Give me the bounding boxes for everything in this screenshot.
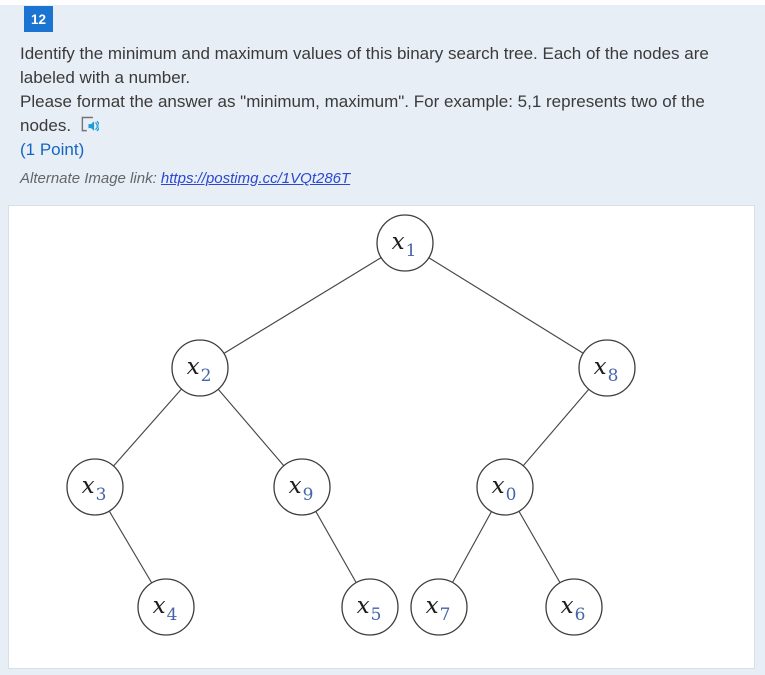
question-number: 12 (30, 11, 47, 27)
immersive-reader-icon[interactable] (78, 114, 100, 135)
tree-node-label: x4 (153, 593, 178, 625)
tree-node-circle (273, 458, 331, 516)
question-line: Identify the minimum and maximum values … (20, 44, 709, 63)
points-label: (1 Point) (20, 140, 85, 159)
question-line: Please format the answer as "minimum, ma… (20, 92, 705, 111)
tree-node-label: x7 (426, 593, 451, 625)
tree-diagram-panel: x1 x2 x8 x3 x9 x0 x4 x5 x7 x6 (8, 205, 755, 669)
tree-node-x5: x5 (341, 578, 399, 636)
alternate-image-link[interactable]: https://postimg.cc/1VQt286T (160, 170, 351, 187)
tree-node-x1: x1 (376, 214, 434, 272)
tree-node-circle (341, 578, 399, 636)
tree-node-x9: x9 (273, 458, 331, 516)
question-line: labeled with a number. (20, 68, 191, 87)
tree-node-circle (578, 339, 636, 397)
question-line-text: nodes. (20, 116, 72, 135)
tree-node-label: x1 (392, 229, 417, 261)
binary-tree-svg: x1 x2 x8 x3 x9 x0 x4 x5 x7 x6 (66, 214, 636, 636)
tree-node-x3: x3 (66, 458, 124, 516)
top-strip (0, 0, 765, 5)
tree-node-circle (410, 578, 468, 636)
question-line: nodes. (20, 114, 755, 138)
question-text-block: Identify the minimum and maximum values … (20, 42, 755, 189)
tree-node-label: x2 (187, 354, 212, 386)
alternate-image-line: Alternate Image link: https://postimg.cc… (20, 169, 755, 189)
tree-node-circle (545, 578, 603, 636)
tree-node-circle (66, 458, 124, 516)
tree-node-x7: x7 (410, 578, 468, 636)
tree-node-x0: x0 (476, 458, 534, 516)
tree-node-circle (137, 578, 195, 636)
tree-edge-x1-x8 (404, 242, 608, 369)
question-number-badge: 12 (24, 6, 53, 32)
tree-node-label: x8 (594, 354, 619, 386)
tree-node-x2: x2 (171, 339, 229, 397)
tree-node-label: x6 (561, 593, 586, 625)
tree-node-x8: x8 (578, 339, 636, 397)
tree-node-x6: x6 (545, 578, 603, 636)
tree-node-circle (376, 214, 434, 272)
alternate-image-label: Alternate Image link: (20, 170, 157, 187)
tree-node-label: x9 (289, 473, 314, 505)
tree-node-circle (171, 339, 229, 397)
tree-node-circle (476, 458, 534, 516)
tree-node-label: x5 (357, 593, 382, 625)
tree-node-label: x0 (492, 473, 517, 505)
tree-edge-x1-x2 (199, 242, 406, 369)
tree-node-label: x3 (82, 473, 107, 505)
tree-node-x4: x4 (137, 578, 195, 636)
